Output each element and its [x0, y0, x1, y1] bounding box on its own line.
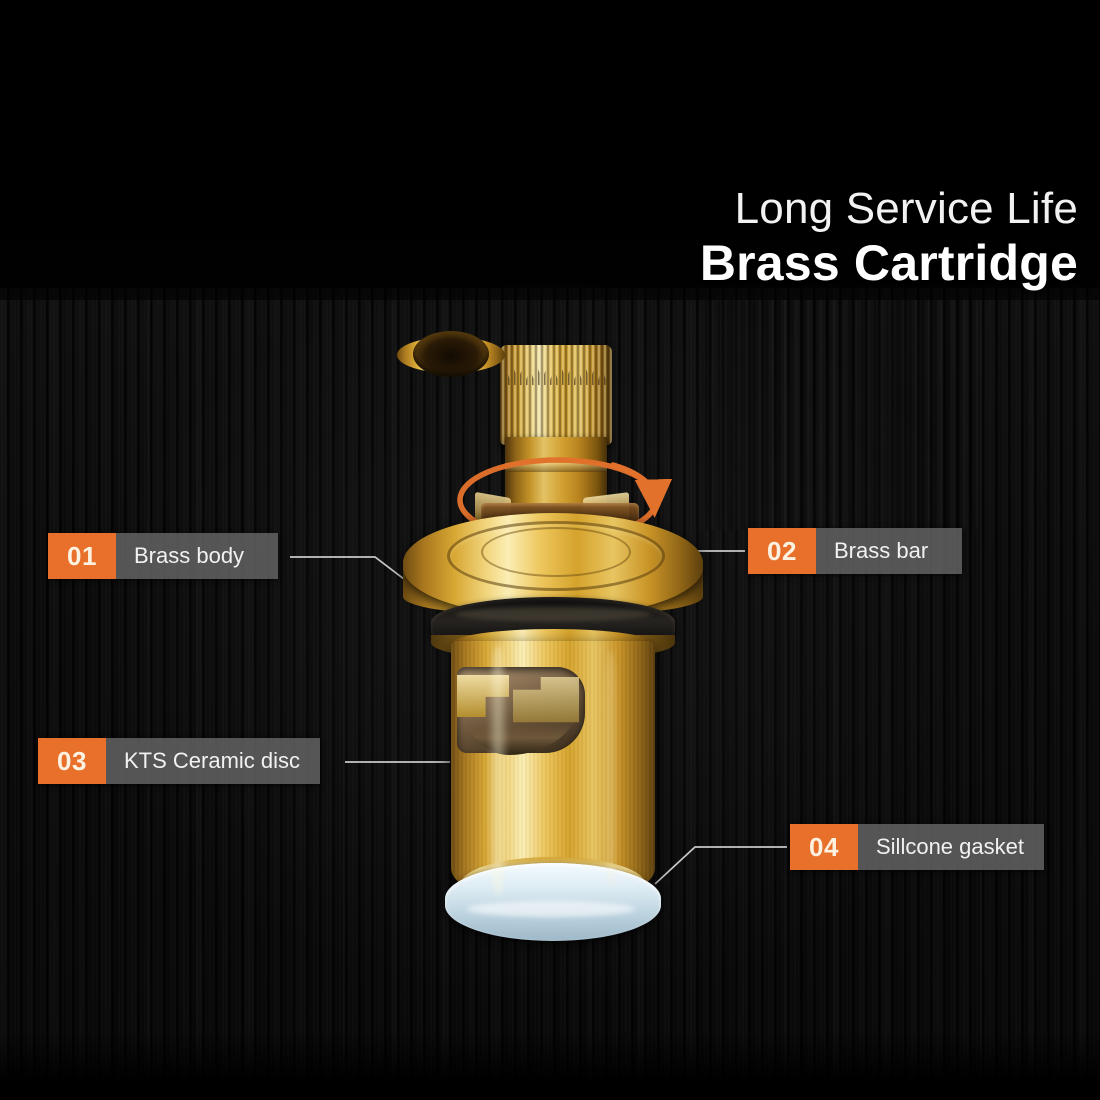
callout-03-label: KTS Ceramic disc [106, 738, 321, 784]
flange-groove-outer [447, 521, 665, 591]
background-bottom-fade [0, 1030, 1100, 1100]
callout-01-brass-body[interactable]: 01 Brass body [48, 533, 279, 579]
callout-01-label: Brass body [116, 533, 279, 579]
gasket-sheen [467, 901, 635, 917]
product-image-brass-cartridge [395, 331, 715, 945]
callout-03-kts-ceramic-disc[interactable]: 03 KTS Ceramic disc [38, 738, 321, 784]
leader-line-04 [654, 846, 787, 885]
background-texture-patch [700, 300, 980, 530]
head-bore-hole [413, 331, 489, 377]
neck-band [505, 463, 607, 472]
callout-02-label: Brass bar [816, 528, 963, 574]
callout-04-number: 04 [790, 824, 858, 870]
callout-03-number: 03 [38, 738, 106, 784]
callout-04-label: Sillcone gasket [858, 824, 1044, 870]
background-top-fade [0, 0, 1100, 300]
flange-groove-inner [481, 527, 631, 577]
headline-tagline: Long Service Life [734, 184, 1078, 233]
cartridge-splined-head [500, 345, 612, 445]
headline-title: Brass Cartridge [699, 234, 1078, 291]
callout-02-number: 02 [748, 528, 816, 574]
head-spline-teeth [500, 345, 612, 445]
callout-01-number: 01 [48, 533, 116, 579]
headline-block: Long Service Life Brass Cartridge [699, 184, 1078, 292]
oring-highlight [455, 607, 651, 621]
callout-02-brass-bar[interactable]: 02 Brass bar [748, 528, 963, 574]
callout-04-sillcone-gasket[interactable]: 04 Sillcone gasket [790, 824, 1044, 870]
